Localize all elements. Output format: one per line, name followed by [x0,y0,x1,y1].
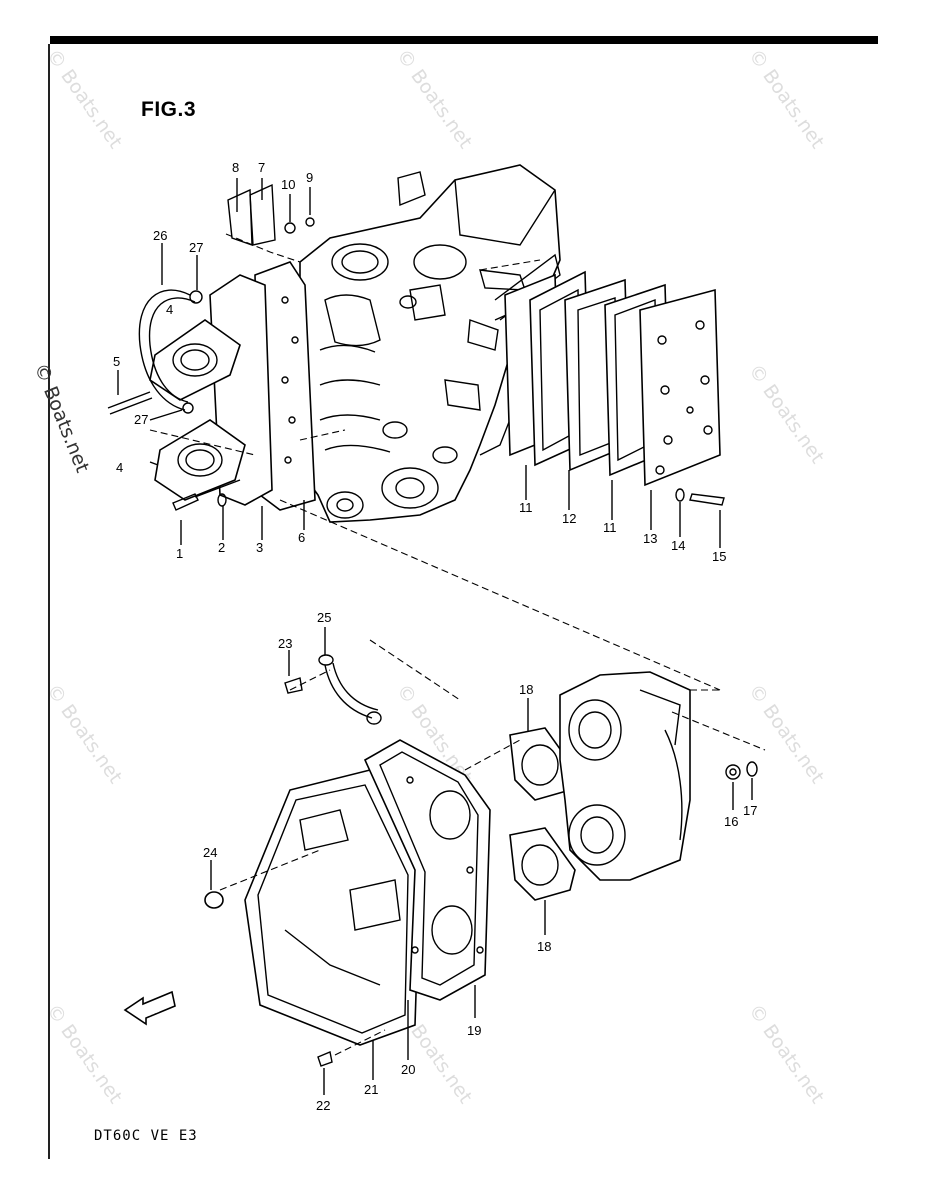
callout-8: 8 [232,160,239,175]
callout-20: 20 [401,1062,415,1077]
head-gasket-plate [363,739,491,1001]
callout-14: 14 [671,538,685,553]
screw-22 [317,1051,333,1067]
callout-9: 9 [306,170,313,185]
callout-11b: 11 [603,520,617,535]
callout-16: 16 [724,814,738,829]
callout-12: 12 [562,511,576,526]
figure-title: FIG.3 [141,98,197,121]
callout-18-lower: 18 [537,939,551,954]
callout-15: 15 [712,549,726,564]
callout-25: 25 [317,610,331,625]
callout-4-lower: 4 [116,460,123,475]
bolt-1 [172,479,241,511]
intake-flange-lower [154,419,246,501]
callout-23: 23 [278,636,292,651]
washer-2 [217,493,227,507]
callout-18-upper: 18 [519,682,533,697]
callout-27-upper: 27 [189,240,203,255]
model-code: DT60C VE E3 [94,1128,198,1144]
callout-7: 7 [258,160,265,175]
plug-24 [204,891,224,909]
exhaust-manifold [559,671,691,881]
callout-17: 17 [743,803,757,818]
callout-24: 24 [203,845,217,860]
callout-26: 26 [153,228,167,243]
reed-7 [249,183,276,246]
hose-25 [324,664,373,719]
exhaust-plate-stack [504,270,721,487]
bolt-15 [689,493,725,506]
callout-22: 22 [316,1098,330,1113]
callout-19: 19 [467,1023,481,1038]
cover-13 [639,288,721,487]
callout-21: 21 [364,1082,378,1097]
callout-2: 2 [218,540,225,555]
callout-11a: 11 [519,500,533,515]
left-margin-line [48,44,50,1159]
callout-labels: 1 2 4 4 5 6 7 8 9 10 11 11 12 13 14 15 1… [113,160,757,1113]
leader-lines [117,178,753,1095]
callout-13: 13 [643,531,657,546]
gasket-18-lower [509,827,576,901]
washer-17 [746,761,758,777]
top-rule [50,36,878,44]
pin-5 [107,391,153,415]
callout-4-upper: 4 [166,302,173,317]
nut-16 [725,764,741,780]
washer-10 [284,222,296,234]
nut-9 [305,217,315,227]
clip-27-lower [182,402,194,414]
cylinder-block [299,164,561,523]
callout-10: 10 [281,177,295,192]
screw-23 [284,677,303,694]
callout-27-lower: 27 [134,412,148,427]
washer-14 [675,488,685,502]
fwd-arrow-icon [123,990,176,1026]
hose-26 [138,289,191,411]
callout-3: 3 [256,540,263,555]
callout-1: 1 [176,546,183,561]
callout-6: 6 [298,530,305,545]
clip-27-upper [189,290,203,304]
callout-5: 5 [113,354,120,369]
